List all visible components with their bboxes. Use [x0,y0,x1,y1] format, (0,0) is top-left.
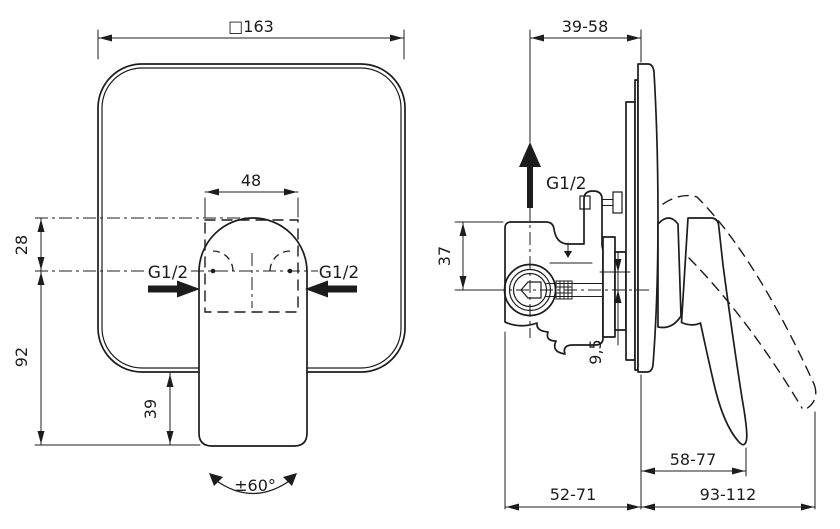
swing-angle-annotation: ±60° [209,473,297,495]
dimension-bottom-row: 52-71 93-112 [504,331,816,511]
inlet-left-arrow-icon [148,280,200,298]
plate-size-value: □163 [228,17,274,36]
side-view: G1/2 39-58 37 9,5 58-77 [435,17,817,511]
dimension-axis-offset: 28 [12,217,45,272]
inlet-right-arrow-icon [305,280,357,298]
position-mark-arrow-icon [564,251,572,258]
dimension-below-axis: 92 [12,270,201,446]
inlet-port-left-mark [210,268,216,274]
dimension-body-height: 37 [435,221,504,291]
bolt-head [579,195,591,210]
dimension-plate-size: □163 [97,17,405,60]
lever-alt-position-tip [805,383,817,410]
escutcheon-edge [637,63,659,373]
dimension-handle-width: 48 [204,171,299,218]
lever-alt-position-lower [688,257,803,409]
outlet-arrow-shaft-icon [527,164,533,208]
body-height-value: 37 [435,246,454,266]
dimension-wall-depth: 39-58 [529,17,642,143]
inlet-right-label: G1/2 [319,263,360,283]
concealed-body-hidden-outline [204,219,299,313]
outlet-annotation: G1/2 [519,142,587,208]
lever-reach-value: 58-77 [670,450,717,469]
mounting-plate-edge [625,101,636,361]
handle-width-value: 48 [241,171,261,190]
dimension-lever-reach: 58-77 [640,447,747,477]
swing-angle-value: ±60° [234,476,276,495]
body-projection-value: 52-71 [550,485,597,504]
outlet-label: G1/2 [546,174,587,194]
bolt-shaft [601,199,614,206]
lever-handle-side [680,217,748,446]
below-axis-value: 92 [12,347,31,367]
axis-offset-side-value: 9,5 [586,339,605,364]
axis-offset-value: 28 [12,235,31,255]
outlet-arrow-head-icon [519,142,541,167]
inlet-left-label: G1/2 [148,263,189,283]
lever-handle-front [198,217,308,447]
hidden-arc-right [269,250,291,272]
position-mark-line [549,242,593,264]
dimension-axis-offset-side: 9,5 [586,251,631,365]
max-projection-value: 93-112 [700,485,757,504]
front-view: G1/2 G1/2 □163 48 28 [12,17,406,495]
lever-alt-position-upper [662,194,815,385]
handle-bell-side [657,217,682,329]
dimension-handle-overhang: 39 [141,372,174,446]
hidden-arc-left [212,250,234,272]
bolt-flange [612,191,623,214]
wall-depth-value: 39-58 [562,17,609,36]
cartridge-sleeve [602,236,616,338]
handle-overhang-value: 39 [141,399,160,419]
